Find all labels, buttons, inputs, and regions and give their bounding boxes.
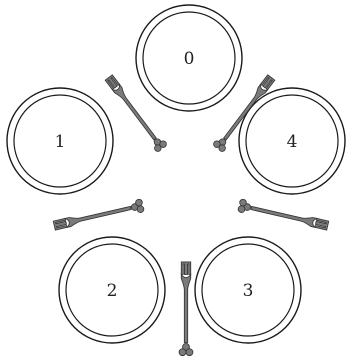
fork-icon xyxy=(237,199,329,233)
plate-label: 1 xyxy=(55,132,66,152)
plate-label: 0 xyxy=(184,49,195,69)
fork-icon xyxy=(53,199,145,233)
plates-layer: 0 1 2 3 4 xyxy=(7,5,345,343)
plate-label: 4 xyxy=(287,132,298,152)
plate-2: 2 xyxy=(59,237,165,343)
plate-0: 0 xyxy=(136,5,242,111)
plate-label: 2 xyxy=(107,281,118,301)
plate-3: 3 xyxy=(195,237,301,343)
fork-icon xyxy=(212,73,276,152)
fork-icon xyxy=(179,262,193,356)
plate-label: 3 xyxy=(243,281,254,301)
plate-4: 4 xyxy=(239,88,345,194)
plate-1: 1 xyxy=(7,88,113,194)
